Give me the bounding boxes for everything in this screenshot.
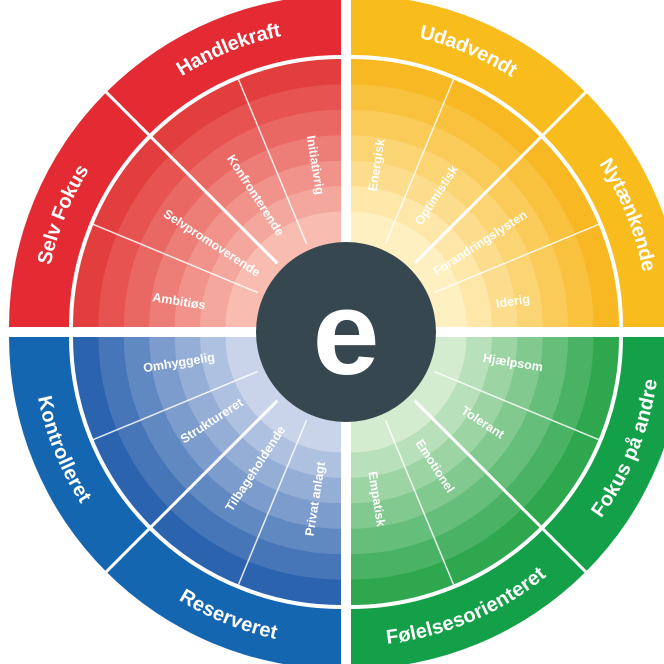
- spoke: [433, 223, 599, 294]
- spoke: [413, 399, 587, 573]
- spoke: [105, 91, 279, 265]
- spoke: [384, 79, 455, 245]
- spoke: [93, 223, 259, 294]
- spoke: [413, 91, 587, 265]
- quadrant-yellow: [350, 0, 664, 328]
- spoke: [433, 370, 599, 441]
- logo: e: [256, 242, 436, 422]
- spoke: [105, 399, 279, 573]
- logo-circle: [256, 242, 436, 422]
- quadrant-blue: [9, 336, 342, 664]
- inner-label: Iderig: [495, 292, 531, 311]
- logo-letter: e: [313, 266, 380, 400]
- spoke: [237, 419, 308, 585]
- spoke: [384, 419, 455, 585]
- spoke: [93, 370, 259, 441]
- spoke: [237, 79, 308, 245]
